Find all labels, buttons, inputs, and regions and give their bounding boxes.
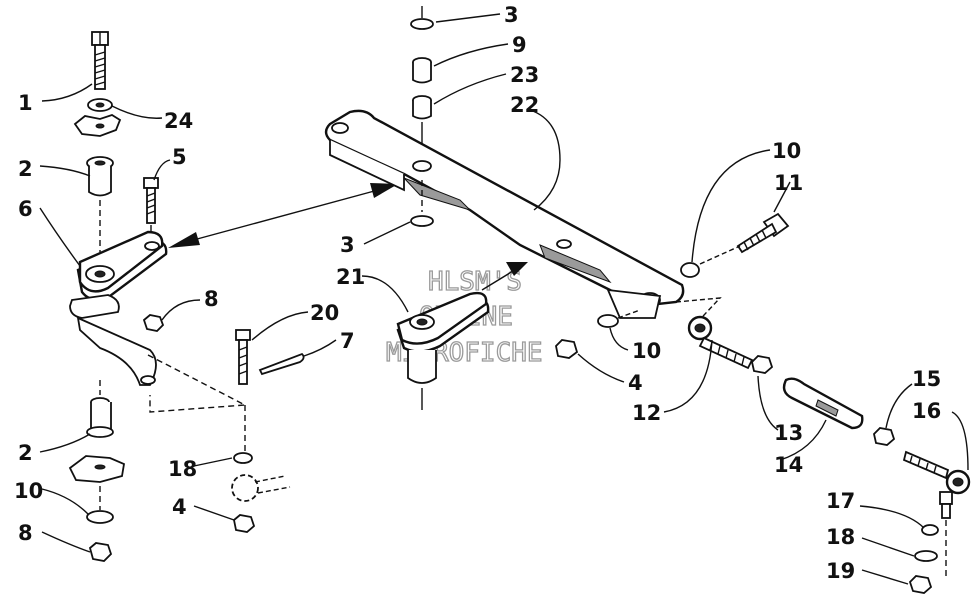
callout-3-top: 3 — [504, 3, 519, 27]
washer-part-17 — [921, 524, 939, 536]
ball-joint-fragment — [231, 474, 291, 502]
callout-16: 16 — [912, 399, 941, 423]
callout-11: 11 — [774, 171, 803, 195]
tie-rod-end-part-16 — [902, 450, 971, 519]
callout-18-right: 18 — [826, 525, 855, 549]
tie-rod-end-part-12 — [687, 315, 754, 370]
washer-part-10-center — [597, 314, 619, 328]
bushing-part-2-lower — [86, 397, 114, 438]
tie-rod-arm-part-22 — [324, 109, 685, 319]
washer-part-3-lower — [410, 215, 434, 227]
callout-19: 19 — [826, 559, 855, 583]
washer-part-18-left — [233, 452, 253, 464]
callout-1: 1 — [18, 91, 33, 115]
washer-part-3-top — [410, 18, 434, 30]
bushing-part-2-upper — [86, 156, 114, 197]
callout-15: 15 — [912, 367, 941, 391]
callout-21: 21 — [336, 265, 365, 289]
callout-10-right: 10 — [772, 139, 801, 163]
bolt-part-11 — [736, 212, 790, 254]
callout-24: 24 — [164, 109, 193, 133]
callout-10-center: 10 — [632, 339, 661, 363]
callout-22: 22 — [510, 93, 539, 117]
callout-4-left: 4 — [172, 495, 187, 519]
callout-14: 14 — [774, 453, 803, 477]
callout-6: 6 — [18, 197, 33, 221]
jam-nut-part-15 — [873, 427, 896, 446]
washer-part-10-right — [680, 262, 700, 278]
callout-8-lower: 8 — [18, 521, 33, 545]
adjuster-tube-part-14 — [782, 377, 864, 430]
washer-part-10-left — [86, 510, 114, 524]
jam-nut-part-13 — [751, 355, 774, 374]
bushing-part-23 — [412, 95, 432, 120]
connection-arrow — [168, 183, 398, 248]
bolt-part-5 — [143, 177, 159, 224]
spacer-part-9 — [412, 57, 432, 84]
callout-5: 5 — [172, 145, 187, 169]
nut-part-4-center — [555, 339, 579, 359]
cotter-pin-part-7 — [258, 352, 305, 376]
nut-part-8-lower — [88, 542, 113, 562]
callout-7: 7 — [340, 329, 355, 353]
callout-10-left: 10 — [14, 479, 43, 503]
callout-9: 9 — [512, 33, 527, 57]
callout-18-left: 18 — [168, 457, 197, 481]
callout-23: 23 — [510, 63, 539, 87]
callout-12: 12 — [632, 401, 661, 425]
nut-part-8-upper — [142, 314, 165, 332]
callout-2-lower: 2 — [18, 441, 33, 465]
callout-2-upper: 2 — [18, 157, 33, 181]
leader-lines — [39, 13, 969, 585]
nut-part-4-left — [233, 514, 256, 533]
callout-4-center: 4 — [628, 371, 643, 395]
callout-13: 13 — [774, 421, 803, 445]
bracket-part-6 — [69, 230, 168, 386]
pivot-arrow — [481, 262, 528, 291]
callout-20: 20 — [310, 301, 339, 325]
callout-3-lower: 3 — [340, 233, 355, 257]
callout-17: 17 — [826, 489, 855, 513]
bolt-part-1 — [91, 31, 109, 90]
nut-part-19 — [908, 575, 933, 594]
callout-8-upper: 8 — [204, 287, 219, 311]
pivot-bracket-part-21 — [396, 291, 490, 384]
washer-part-18-right — [914, 550, 938, 562]
washer-part-24 — [87, 98, 113, 112]
callouts: 1 24 2 5 6 8 20 7 2 18 10 4 8 3 9 23 22 … — [14, 3, 941, 583]
bolt-part-20 — [235, 329, 251, 385]
